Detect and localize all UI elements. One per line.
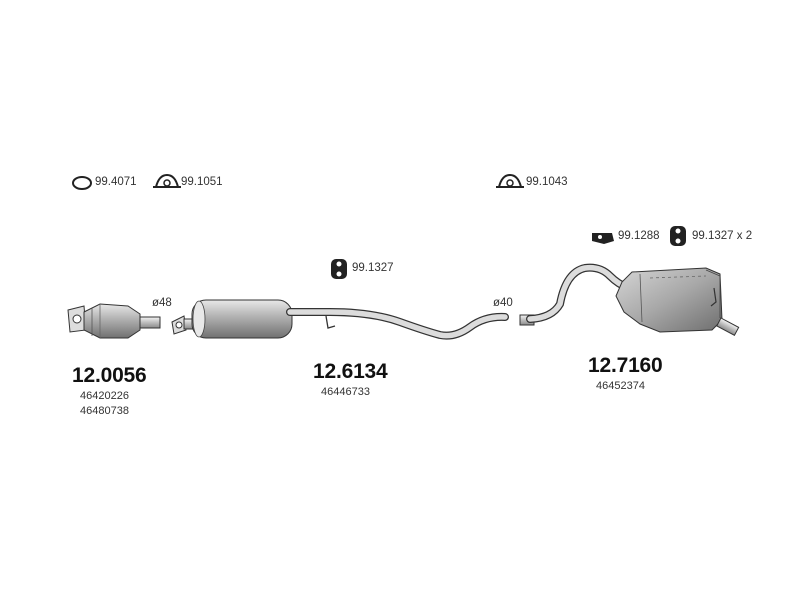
ring-gasket-icon — [72, 176, 92, 190]
oe-number: 46420226 — [80, 390, 129, 402]
rubber-mount-small-label: 99.1288 — [618, 230, 660, 242]
part-number-catalytic-converter: 12.0056 — [72, 364, 147, 387]
center-silencer-part — [171, 299, 509, 340]
clamp-icon-2 — [496, 173, 524, 188]
rubber-mount-small-icon — [592, 233, 614, 244]
clamp-label: 99.1051 — [181, 176, 223, 188]
rubber-mount-icon-2 — [670, 226, 686, 246]
part-number-rear-silencer: 12.7160 — [588, 354, 663, 377]
rubber-mount-label: 99.1327 — [352, 262, 394, 274]
oe-number: 46480738 — [80, 405, 129, 417]
oe-numbers-catalytic-converter: 46420226 46480738 — [80, 389, 129, 419]
rubber-mount-label-2: 99.1327 x 2 — [692, 230, 753, 242]
part-number-center-silencer: 12.6134 — [313, 360, 388, 383]
oe-number: 46452374 — [596, 380, 645, 392]
ring-gasket-label: 99.4071 — [95, 176, 137, 188]
diameter-front-label: ø48 — [152, 297, 172, 309]
rear-silencer-part — [519, 263, 740, 337]
oe-numbers-center-silencer: 46446733 — [321, 385, 370, 400]
clamp-label-2: 99.1043 — [526, 176, 568, 188]
oe-number: 46446733 — [321, 386, 370, 398]
rubber-mount-icon — [331, 259, 347, 279]
clamp-icon — [153, 173, 181, 188]
catalytic-converter-part — [67, 303, 161, 339]
diameter-rear-label: ø40 — [493, 297, 513, 309]
oe-numbers-rear-silencer: 46452374 — [596, 379, 645, 394]
